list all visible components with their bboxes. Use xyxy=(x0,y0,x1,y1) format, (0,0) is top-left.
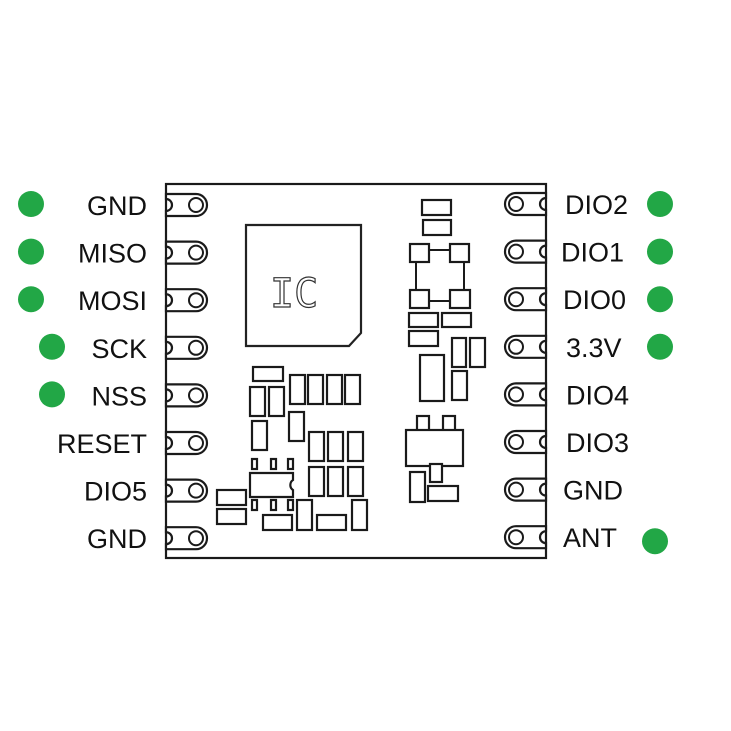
right-pin-3: DIO0 xyxy=(503,285,673,315)
transistor-block xyxy=(404,414,465,504)
pin-indicator-dot xyxy=(647,238,673,265)
crystal-block xyxy=(407,198,487,403)
pin-label: DIO2 xyxy=(565,190,628,220)
right-pin-8: ANT xyxy=(503,523,668,555)
pin-indicator-dot xyxy=(647,191,673,217)
pin-hole xyxy=(508,291,524,308)
pin-label: ANT xyxy=(563,523,617,553)
pin-pad xyxy=(503,382,548,407)
pin-label: 3.3V xyxy=(566,333,622,363)
left-pin-7: DIO5 xyxy=(84,477,209,507)
pin-pad xyxy=(503,239,548,264)
pin-indicator-dot xyxy=(18,286,44,313)
pin-pad xyxy=(503,334,548,359)
pin-label: RESET xyxy=(57,429,147,459)
left-pin-3: MOSI xyxy=(18,286,209,316)
pin-pad xyxy=(164,192,209,218)
right-pin-5: DIO4 xyxy=(503,380,629,410)
pin-label: DIO5 xyxy=(84,477,147,507)
pin-label: MISO xyxy=(78,239,147,269)
pin-hole xyxy=(508,481,524,498)
pin-pad xyxy=(164,526,209,551)
pin-pad xyxy=(164,335,209,360)
pin-indicator-dot xyxy=(18,191,44,217)
pin-label: DIO0 xyxy=(563,285,626,315)
pin-hole xyxy=(188,482,204,499)
pin-pad xyxy=(503,525,548,550)
pin-label: DIO1 xyxy=(561,238,624,268)
pin-indicator-dot xyxy=(39,333,65,360)
small-ic-chip xyxy=(248,457,295,512)
pin-hole xyxy=(508,196,524,212)
left-pin-2: MISO xyxy=(18,238,209,269)
pin-indicator-dot xyxy=(18,238,44,265)
left-pin-1: GND xyxy=(18,191,209,221)
main-ic-chip: IC xyxy=(244,223,363,348)
pin-label: MOSI xyxy=(78,286,147,316)
left-pin-8: GND xyxy=(87,524,209,554)
pin-pad xyxy=(503,191,548,217)
right-pin-4: 3.3V xyxy=(503,333,673,363)
ic-label: IC xyxy=(270,271,318,317)
pin-pad xyxy=(164,383,209,408)
pin-hole xyxy=(508,386,524,403)
pin-label: DIO4 xyxy=(566,380,629,410)
passive-component-cluster xyxy=(215,365,369,532)
pin-pad xyxy=(503,287,548,312)
right-pin-2: DIO1 xyxy=(503,238,673,268)
pin-pad xyxy=(164,288,209,313)
left-pin-5: NSS xyxy=(39,381,209,411)
right-pin-6: DIO3 xyxy=(503,428,629,458)
pin-hole xyxy=(188,244,204,261)
pin-indicator-dot xyxy=(39,381,65,408)
pin-indicator-dot xyxy=(647,286,673,313)
right-pin-1: DIO2 xyxy=(503,190,673,220)
pin-hole xyxy=(188,197,204,213)
left-pin-4: SCK xyxy=(39,333,209,364)
pin-pad xyxy=(503,429,548,455)
pin-label: DIO3 xyxy=(566,428,629,458)
pin-label: GND xyxy=(87,191,147,221)
pin-hole xyxy=(188,339,204,356)
pin-pad xyxy=(164,240,209,265)
pin-hole xyxy=(188,530,204,547)
pin-label: GND xyxy=(563,476,623,506)
pin-hole xyxy=(508,243,524,260)
right-pin-7: GND xyxy=(503,476,623,506)
pin-pad xyxy=(164,430,209,456)
pin-label: NSS xyxy=(91,381,147,411)
pin-hole xyxy=(508,434,524,450)
pin-pad xyxy=(164,478,209,503)
pin-indicator-dot xyxy=(642,528,668,555)
pin-indicator-dot xyxy=(647,333,673,360)
pin-pad xyxy=(503,477,548,502)
pin-hole xyxy=(188,292,204,309)
pin-hole xyxy=(188,435,204,451)
pin-hole xyxy=(508,338,524,355)
pin-hole xyxy=(188,387,204,404)
pin-hole xyxy=(508,529,524,546)
left-pin-6: RESET xyxy=(57,429,209,459)
pin-label: GND xyxy=(87,524,147,554)
pin-label: SCK xyxy=(91,334,147,364)
